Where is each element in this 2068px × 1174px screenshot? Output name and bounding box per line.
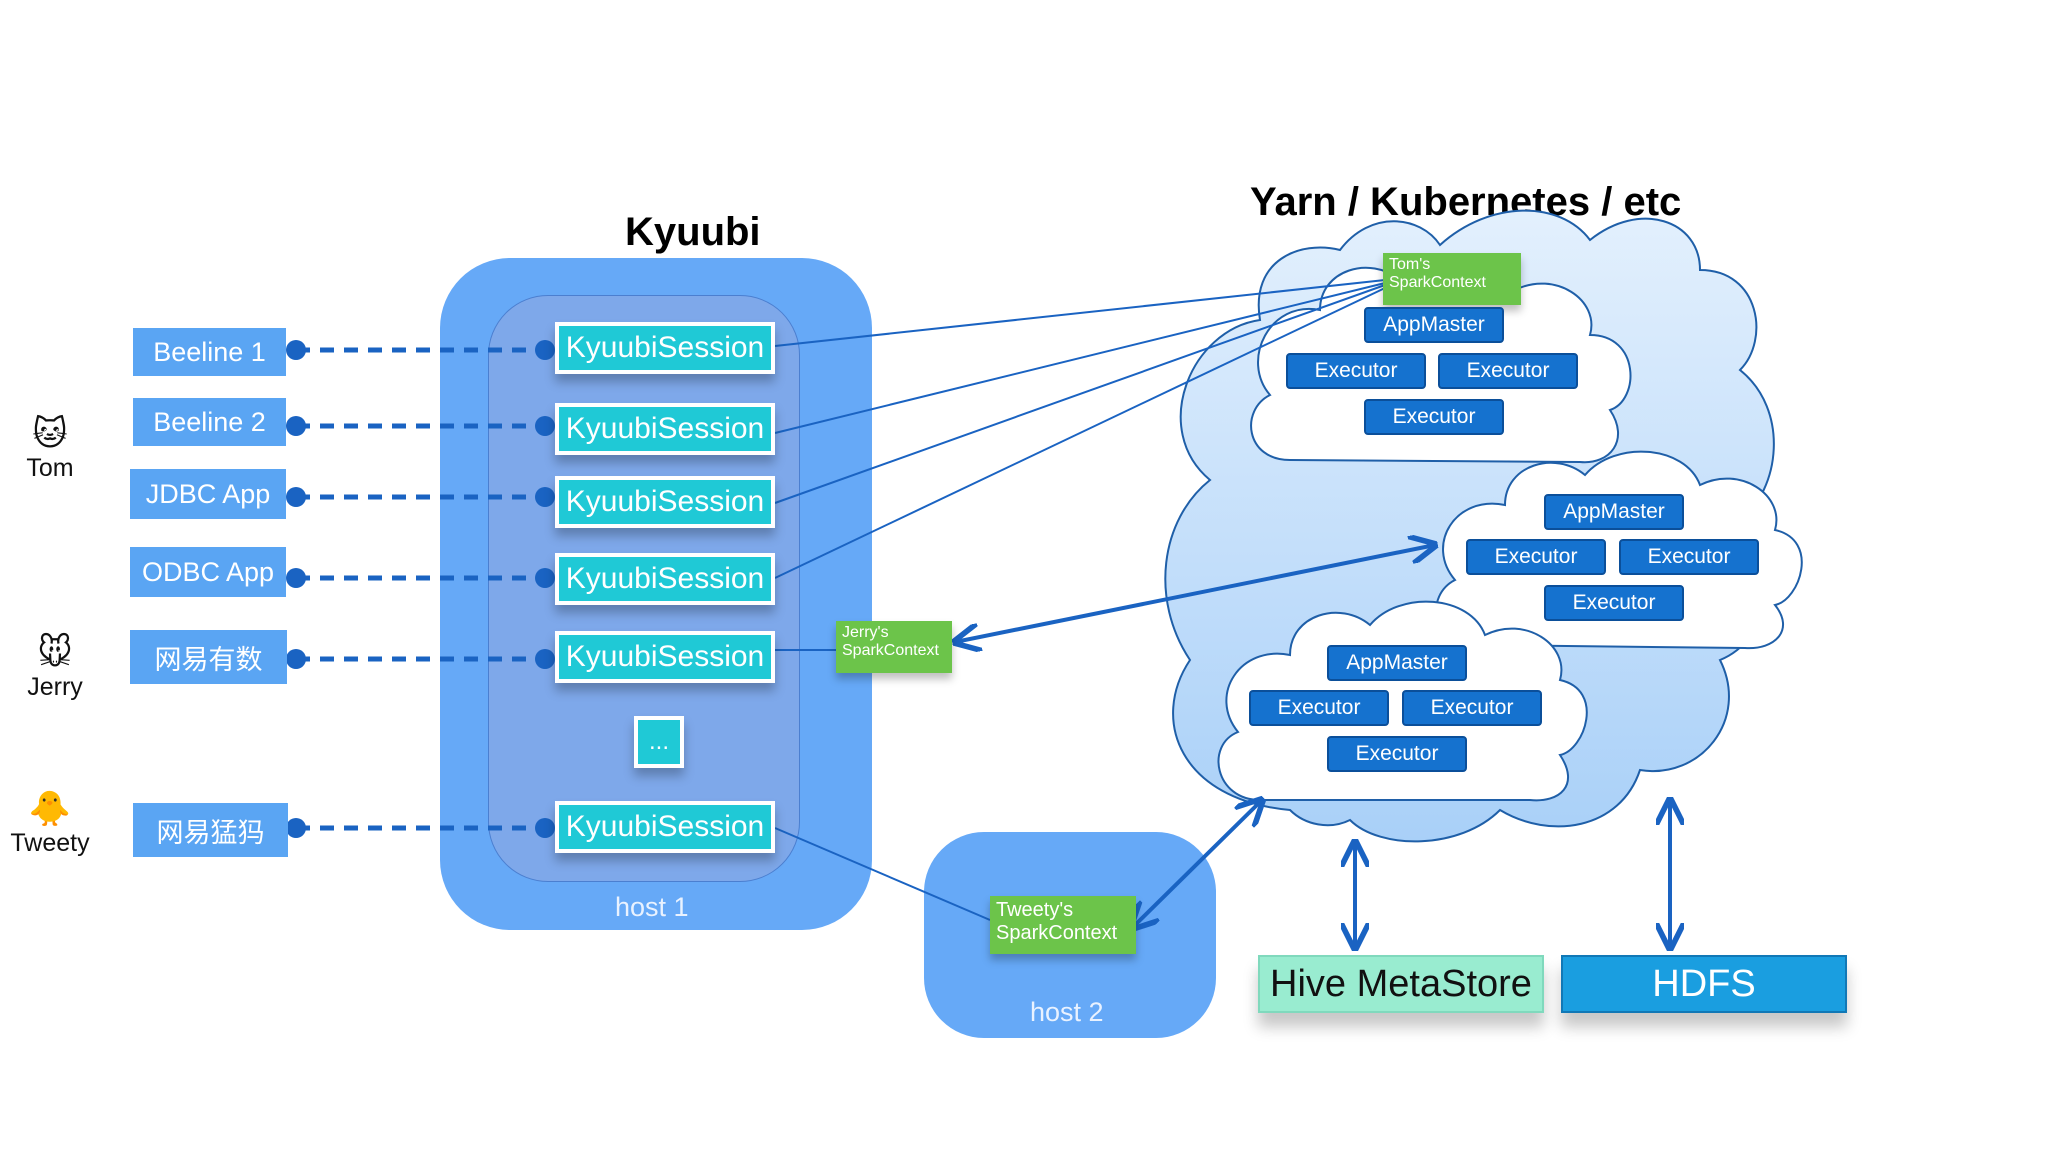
kyuubi-title: Kyuubi xyxy=(625,210,761,254)
client-beeline-1: Beeline 1 xyxy=(133,328,286,376)
executor-3b: Executor xyxy=(1402,690,1542,726)
executor-2a: Executor xyxy=(1466,539,1606,575)
client-netease-youshu: 网易有数 xyxy=(130,630,287,684)
session-link-2 xyxy=(774,282,1386,434)
tweety-spark-context: Tweety's SparkContext xyxy=(990,896,1136,954)
tom-spark-context: Tom's SparkContext xyxy=(1383,253,1521,305)
cat-face-icon: 🐱 xyxy=(32,415,68,453)
tom-context-label: SparkContext xyxy=(1389,274,1486,291)
cluster-title: Yarn / Kubernetes / etc xyxy=(1250,180,1682,224)
executor-2c: Executor xyxy=(1544,585,1684,621)
user-tweety: 🐥 Tweety xyxy=(0,789,105,858)
kyuubi-session-1: KyuubiSession xyxy=(555,322,775,374)
chick-icon: 🐥 xyxy=(28,790,72,828)
kyuubi-session-2: KyuubiSession xyxy=(555,403,775,455)
mouse-face-icon: 🐭 xyxy=(37,634,73,672)
user-tom: 🐱 Tom xyxy=(0,414,105,483)
session-link-3 xyxy=(774,284,1386,504)
jerry-spark-context: Jerry's SparkContext xyxy=(836,621,952,673)
client-netease-mammoth: 网易猛犸 xyxy=(133,803,288,857)
user-jerry-label: Jerry xyxy=(27,673,83,701)
kyuubi-session-3: KyuubiSession xyxy=(555,476,775,528)
user-tweety-label: Tweety xyxy=(10,829,90,857)
app-master-3: AppMaster xyxy=(1327,645,1467,681)
user-jerry: 🐭 Jerry xyxy=(0,633,110,702)
executor-3c: Executor xyxy=(1327,736,1467,772)
jerry-context-label: SparkContext xyxy=(842,642,939,659)
app-master-1: AppMaster xyxy=(1364,307,1504,343)
app-master-2: AppMaster xyxy=(1544,494,1684,530)
tweety-context-label: SparkContext xyxy=(996,922,1118,944)
tom-context-owner: Tom's xyxy=(1389,256,1431,273)
executor-1b: Executor xyxy=(1438,353,1578,389)
hdfs: HDFS xyxy=(1561,955,1847,1013)
kyuubi-session-5: KyuubiSession xyxy=(555,631,775,683)
kyuubi-session-6: KyuubiSession xyxy=(555,801,775,853)
tweety-cluster-arrow xyxy=(1132,800,1262,928)
executor-1a: Executor xyxy=(1286,353,1426,389)
kyuubi-session-4: KyuubiSession xyxy=(555,553,775,605)
executor-2b: Executor xyxy=(1619,539,1759,575)
host-2-label: host 2 xyxy=(1030,997,1104,1027)
jerry-context-owner: Jerry's xyxy=(842,624,889,641)
user-tom-label: Tom xyxy=(26,454,74,482)
jerry-cluster-arrow xyxy=(955,545,1435,642)
client-beeline-2: Beeline 2 xyxy=(133,398,286,446)
kyuubi-session-ellipsis: ... xyxy=(634,716,684,768)
host-1-label: host 1 xyxy=(615,892,689,922)
session-link-4 xyxy=(774,287,1386,579)
session-link-6 xyxy=(774,827,991,921)
session-link-1 xyxy=(774,279,1386,347)
executor-1c: Executor xyxy=(1364,399,1504,435)
executor-3a: Executor xyxy=(1249,690,1389,726)
tweety-context-owner: Tweety's xyxy=(996,899,1074,921)
hive-metastore: Hive MetaStore xyxy=(1258,955,1544,1013)
client-jdbc-app: JDBC App xyxy=(130,469,286,519)
client-odbc-app: ODBC App xyxy=(130,547,286,597)
